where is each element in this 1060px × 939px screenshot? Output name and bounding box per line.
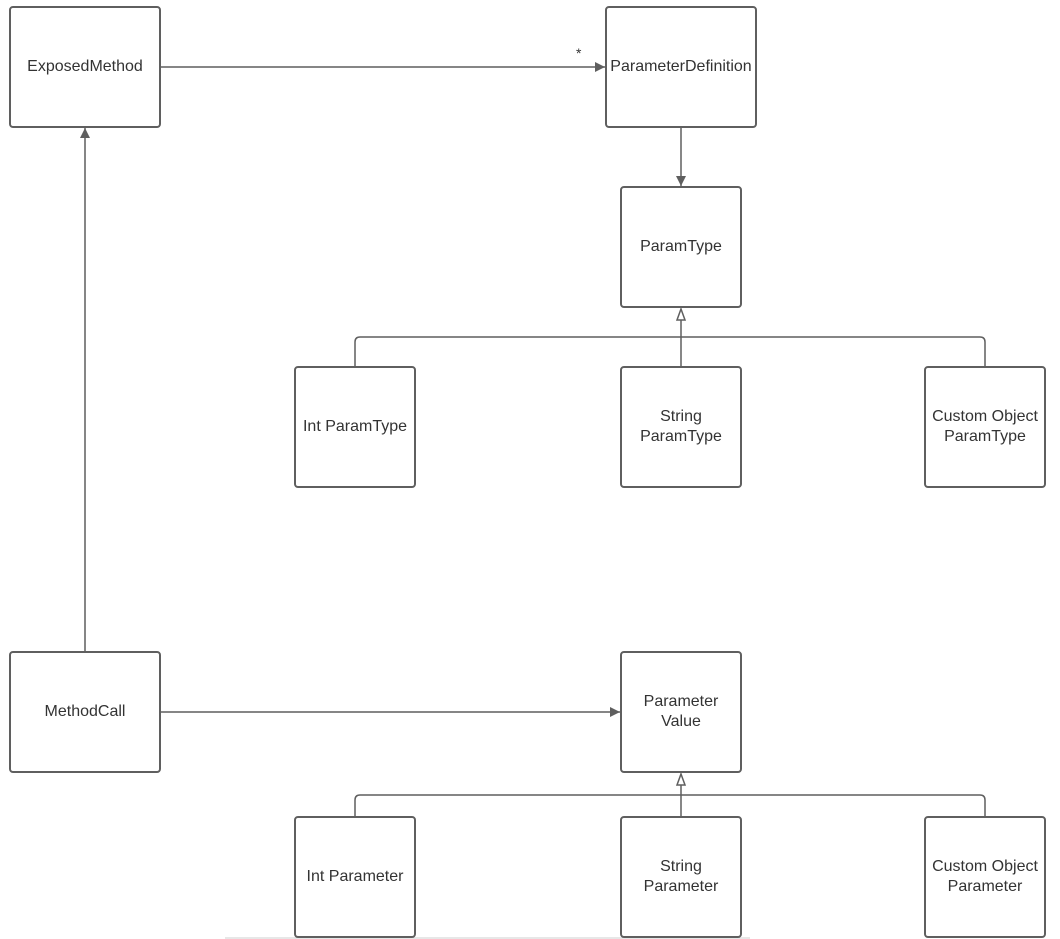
node-custom-object-param-type[interactable]: Custom Object ParamType [924, 366, 1046, 488]
node-label: ParamType [640, 238, 722, 255]
node-string-param-type[interactable]: String ParamType [620, 366, 742, 488]
node-label: Int ParamType [302, 418, 408, 435]
node-label: Custom Object Parameter [932, 858, 1038, 895]
node-label: String Parameter [643, 858, 719, 895]
generalization-parametervalue [354, 771, 986, 816]
node-parameter-definition[interactable]: ParameterDefinition [605, 6, 757, 128]
node-string-parameter[interactable]: String Parameter [620, 816, 742, 938]
node-int-parameter[interactable]: Int Parameter [294, 816, 416, 938]
multiplicity-label: * [576, 45, 582, 61]
node-method-call[interactable]: MethodCall [9, 651, 161, 773]
node-exposed-method[interactable]: ExposedMethod [9, 6, 161, 128]
node-label: Int Parameter [306, 868, 404, 885]
node-label: MethodCall [44, 703, 126, 720]
node-param-type[interactable]: ParamType [620, 186, 742, 308]
node-label: String ParamType [640, 408, 722, 445]
node-label: Custom Object ParamType [932, 408, 1038, 445]
node-custom-object-parameter[interactable]: Custom Object Parameter [924, 816, 1046, 938]
node-label: Parameter Value [643, 693, 719, 730]
node-label: ParameterDefinition [610, 58, 752, 75]
node-int-param-type[interactable]: Int ParamType [294, 366, 416, 488]
node-parameter-value[interactable]: Parameter Value [620, 651, 742, 773]
node-label: ExposedMethod [27, 58, 143, 75]
generalization-paramtype [354, 306, 986, 366]
